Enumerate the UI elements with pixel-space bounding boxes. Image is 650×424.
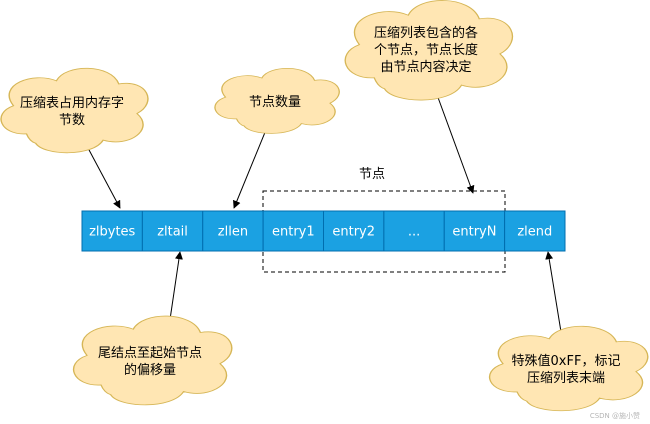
cloud-zlbytes-line-2: 节数 xyxy=(59,113,85,128)
cloud-zllen-note: 节点数量 xyxy=(215,68,339,133)
ziplist-cell-2: zltail xyxy=(141,210,204,252)
ziplist-cell-box xyxy=(141,210,204,252)
ziplist-cell-box xyxy=(81,210,143,252)
cloud-zlend-line-1: 特殊值0xFF，标记 xyxy=(512,353,621,369)
ziplist-cell-8: zlend xyxy=(504,210,566,252)
ziplist-cell-3: zllen xyxy=(202,210,264,252)
cloud-zltail-line-2: 的偏移量 xyxy=(124,362,176,378)
ziplist-cell-label: zllen xyxy=(218,225,248,240)
cloud-entries-note: 压缩列表包含的各 个节点，节点长度 由节点内容决定 xyxy=(345,0,512,100)
cloud-zlbytes-line-1: 压缩表占用内存字 xyxy=(20,95,124,111)
cloud-zlend-line-2: 压缩列表末端 xyxy=(527,370,605,386)
cloud-zltail-line-1: 尾结点至起始节点 xyxy=(98,346,202,361)
ziplist-cell-1: zlbytes xyxy=(81,210,143,252)
cloud-entries-line-2: 个节点，节点长度 xyxy=(374,42,478,58)
ziplist-strip: zlbytes zltail zllen entry1 entry2... entryN z… xyxy=(81,210,566,252)
arrow-zllen xyxy=(233,124,269,209)
cloud-zltail-note: 尾结点至起始节点 的偏移量 xyxy=(74,316,232,405)
ziplist-cell-label: entry2 xyxy=(332,225,375,240)
cloud-entries-line-3: 由节点内容决定 xyxy=(380,59,471,75)
entries-group-label: 节点 xyxy=(359,167,385,182)
cloud-zlbytes-note: 压缩表占用内存字 节数 xyxy=(1,68,148,152)
ziplist-cell-box xyxy=(383,210,445,252)
ziplist-cell-box xyxy=(262,210,324,252)
cloud-zlend-note: 特殊值0xFF，标记 压缩列表末端 xyxy=(490,326,648,410)
cloud-entries-line-1: 压缩列表包含的各 xyxy=(374,25,478,41)
ziplist-cell-box xyxy=(443,210,506,252)
arrow-zlend xyxy=(545,251,563,339)
ziplist-cell-label: zlbytes xyxy=(89,225,135,240)
ziplist-cell-5: entry2 xyxy=(323,210,385,252)
arrow-entries xyxy=(435,91,475,194)
ziplist-cell-6: ... xyxy=(383,210,445,252)
ziplist-cell-7: entryN xyxy=(443,210,506,252)
ziplist-cell-label: zlend xyxy=(517,225,552,240)
ziplist-cell-label: entry1 xyxy=(272,225,315,240)
ziplist-cell-label: ... xyxy=(408,225,420,240)
ziplist-cell-box xyxy=(323,210,385,252)
arrow-zlbytes xyxy=(87,147,121,209)
ziplist-cell-box xyxy=(504,210,566,252)
ziplist-cell-label: zltail xyxy=(157,225,188,240)
ziplist-cell-label: entryN xyxy=(452,225,496,240)
watermark: CSDN @施小赞 xyxy=(590,411,640,420)
cloud-zllen-line-1: 节点数量 xyxy=(249,95,301,110)
ziplist-cell-4: entry1 xyxy=(262,210,324,252)
